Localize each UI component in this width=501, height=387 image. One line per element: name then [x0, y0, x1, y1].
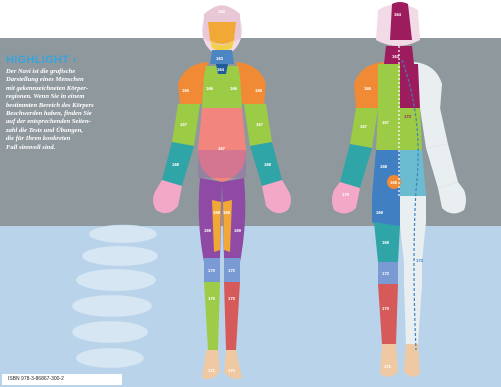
back-label-back-right: 167: [360, 124, 368, 129]
back-label-foot: 171: [384, 364, 392, 369]
back-forearm-left-region: [340, 144, 372, 188]
back-calf-left-region: [378, 284, 398, 344]
back-label-hip: 168: [390, 180, 398, 185]
back-upper-region: [378, 64, 400, 108]
back-label-head: 164: [394, 12, 402, 17]
hand-right-region: [262, 180, 291, 213]
back-knee-right-region: [404, 262, 422, 284]
front-label-shin-left: 170: [208, 296, 216, 301]
isbn-label: ISBN 978-3-86867-300-2: [2, 374, 122, 385]
highlight-line: die für Ihren konkreten: [6, 135, 70, 142]
highlight-line: Darstellung eines Menschen: [6, 76, 84, 83]
front-label-thigh-right: 169: [234, 228, 242, 233]
front-label-shin-right: 170: [228, 296, 236, 301]
back-label-back-left: 167: [382, 120, 390, 125]
back-label-calf-left: 170: [382, 306, 390, 311]
highlight-line: Der Navi ist die grafische: [6, 68, 75, 75]
hand-left-region: [153, 180, 182, 213]
foot-left-region: [202, 350, 220, 379]
front-label-chest-upper: 164: [217, 67, 225, 72]
back-foot-left-region: [380, 344, 398, 377]
shin-left-region: [204, 282, 220, 350]
pelvis-region: [198, 150, 246, 178]
front-label-head: 162: [218, 9, 226, 14]
back-hip-right-region: [400, 150, 426, 196]
front-label-shoulder-left: 165: [182, 88, 190, 93]
highlight-line: Fall sinnvoll sind.: [6, 144, 55, 151]
front-label-knee-left: 170: [208, 268, 216, 273]
front-label-neck: 163: [216, 56, 224, 61]
back-label-lower-back: 168: [380, 164, 388, 169]
front-label-upper-arm-left: 167: [180, 122, 188, 127]
front-label-foot-left: 171: [208, 368, 216, 373]
back-upper-arm-right-region: [420, 108, 448, 148]
back-lower-region: [372, 150, 400, 196]
back-label-glute: 169: [376, 210, 384, 215]
front-label-foot-right: 171: [228, 368, 236, 373]
back-label-calf-right: 170: [342, 192, 350, 197]
front-label-knee-right: 170: [228, 268, 236, 273]
highlight-line: bestimmten Bereich des Körpers: [6, 102, 94, 109]
front-label-chest-right: 166: [230, 86, 238, 91]
shin-right-region: [224, 282, 240, 350]
back-thigh-right-region: [400, 222, 426, 262]
highlight-line: auf der entsprechenden Seiten-: [6, 118, 91, 125]
back-foot-right-region: [404, 344, 420, 377]
back-label-upper-back: 165: [364, 86, 372, 91]
back-label-neck: 163: [392, 54, 400, 59]
highlight-line: mit gekennzeichneten Körper-: [6, 85, 88, 92]
back-label-knee-back: 172: [382, 271, 390, 276]
front-label-upper-arm-right: 167: [256, 122, 264, 127]
highlight-line: regionen. Wenn Sie in einem: [6, 93, 84, 100]
front-label-forearm-right: 168: [264, 162, 272, 167]
front-label-abdomen: 167: [218, 146, 226, 151]
front-label-thigh-inner-left: 169: [213, 210, 221, 215]
back-calf-right-region: [404, 284, 422, 344]
back-label-thigh-back: 169: [382, 240, 390, 245]
back-forearm-right-region: [426, 144, 458, 188]
foot-right-region: [224, 350, 242, 379]
highlight-line: zahl die Tests und Übungen,: [6, 127, 83, 134]
front-label-thigh-inner-right: 169: [223, 210, 231, 215]
front-label-forearm-left: 168: [172, 162, 180, 167]
front-label-thigh-left: 169: [204, 228, 212, 233]
back-label-nerve: 173: [416, 258, 424, 263]
back-label-spine: 173: [404, 114, 412, 119]
front-label-chest-left: 166: [206, 86, 214, 91]
front-body-figure: 162 163 164 165 165 166 166 167 167 167 …: [120, 0, 310, 387]
face-region: [208, 22, 236, 44]
back-body-figure: 164 163 165 173 167 167 168 168 169 169 …: [320, 0, 495, 387]
highlight-line: Beschwerden haben, finden Sie: [6, 110, 92, 117]
front-label-shoulder-right: 165: [255, 88, 263, 93]
